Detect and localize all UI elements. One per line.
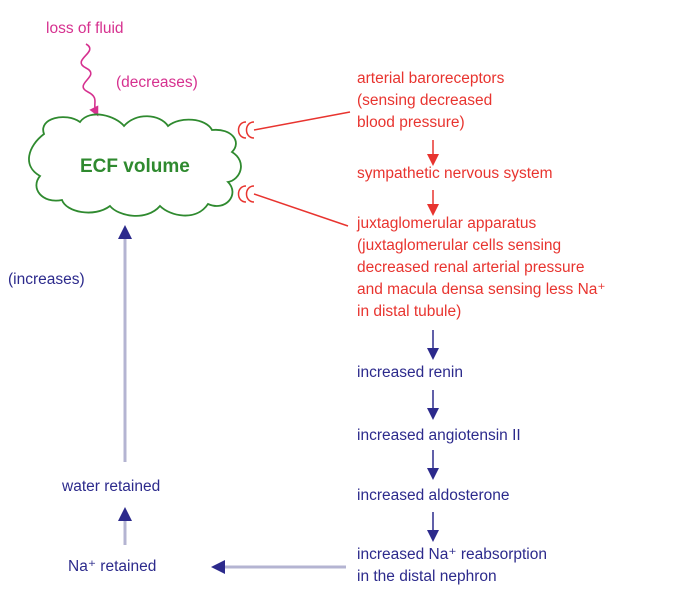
juxta-line-4: and macula densa sensing less Na⁺: [357, 281, 606, 298]
ecf-volume-label: ECF volume: [80, 156, 190, 177]
na-reabsorption-text: increased Na⁺ reabsorption in the distal…: [357, 544, 547, 588]
na-reabsorption-line-2: in the distal nephron: [357, 568, 497, 585]
baroreceptors-line-1: arterial baroreceptors: [357, 70, 505, 87]
juxta-text: juxtaglomerular apparatus (juxtaglomerul…: [357, 213, 606, 323]
juxta-cup-2: [245, 185, 255, 203]
angiotensin-label: increased angiotensin II: [357, 427, 521, 444]
ecf-volume-cloud: [28, 113, 242, 217]
water-retained-label: water retained: [62, 478, 161, 495]
renin-label: increased renin: [357, 364, 463, 381]
loss-of-fluid-label: loss of fluid: [46, 20, 124, 37]
juxta-line: [253, 193, 349, 227]
juxta-line-1: juxtaglomerular apparatus: [357, 215, 537, 232]
baroreceptors-text: arterial baroreceptors (sensing decrease…: [357, 68, 504, 134]
sympathetic-label: sympathetic nervous system: [357, 165, 553, 182]
baroreceptor-cup: [237, 121, 247, 139]
increases-label: (increases): [8, 271, 85, 288]
baroreceptors-line-3: blood pressure): [357, 114, 465, 131]
na-retained-label: Na⁺ retained: [68, 558, 157, 575]
baroreceptor-cup-2: [245, 121, 255, 139]
loss-of-fluid-arrow: [80, 43, 99, 117]
juxta-line-2: (juxtaglomerular cells sensing: [357, 237, 562, 254]
decreases-label: (decreases): [116, 74, 198, 91]
baroreceptors-line-2: (sensing decreased: [357, 92, 493, 109]
juxta-line-5: in distal tubule): [357, 303, 462, 320]
baroreceptor-line: [253, 111, 351, 131]
juxta-line-3: decreased renal arterial pressure: [357, 259, 585, 276]
na-reabsorption-line-1: increased Na⁺ reabsorption: [357, 546, 547, 563]
juxta-cup: [237, 185, 247, 203]
aldosterone-label: increased aldosterone: [357, 487, 510, 504]
